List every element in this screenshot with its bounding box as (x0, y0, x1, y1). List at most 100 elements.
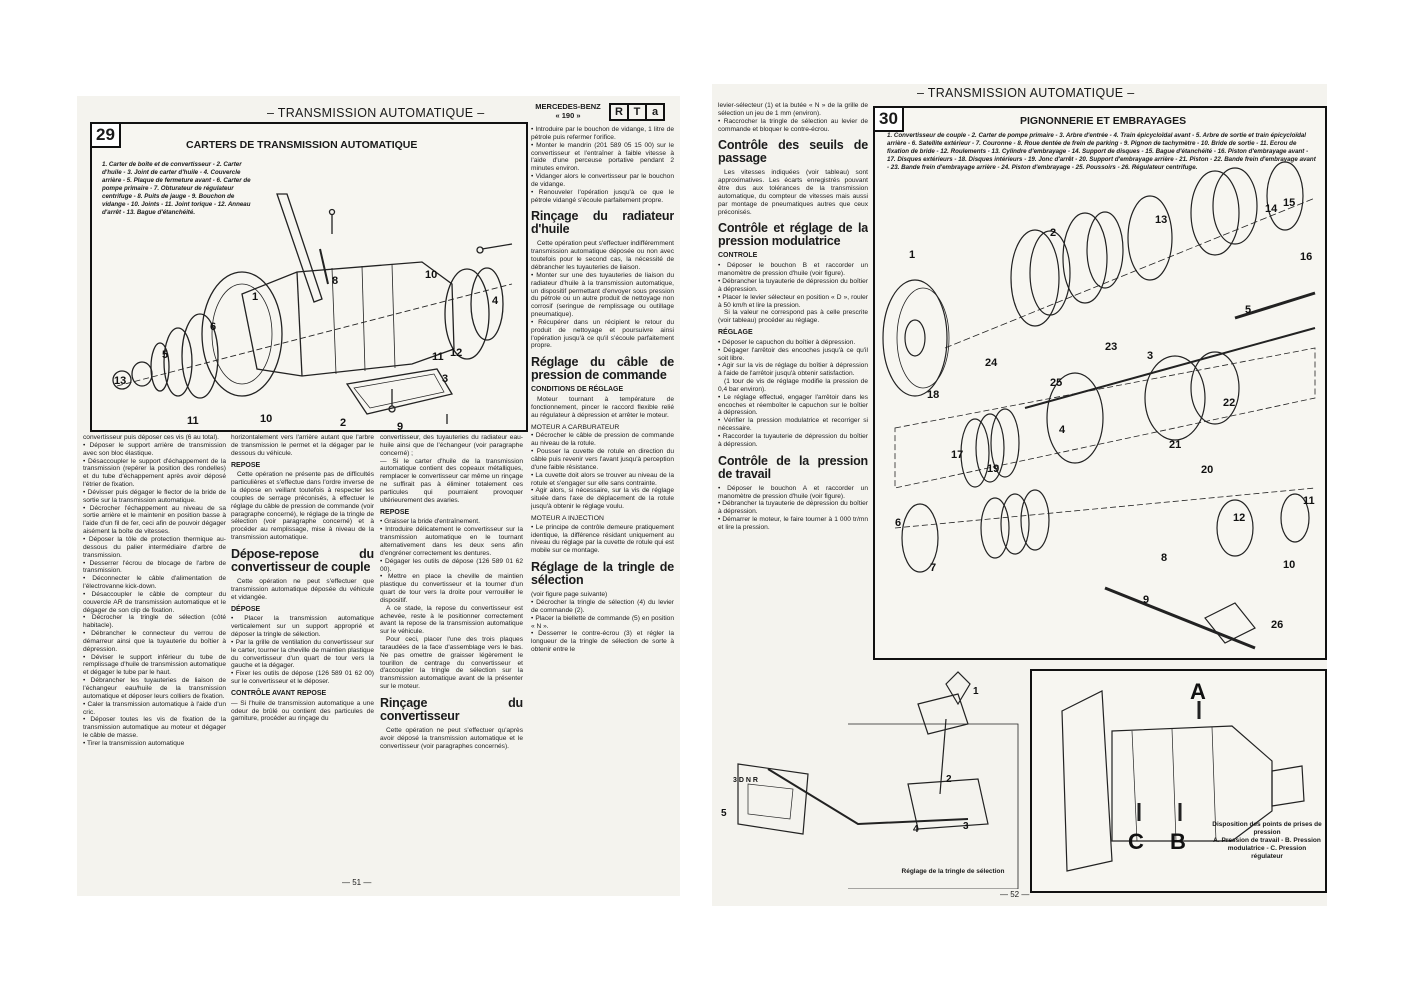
brand-line-2: « 190 » (555, 111, 581, 120)
paragraph: • Le réglage effectué, engager l'arrêtoi… (718, 393, 868, 417)
paragraph: Pour ceci, placer l'une des trois plaque… (380, 636, 523, 691)
callout: 23 (1105, 341, 1117, 353)
paragraph: Cette opération ne peut s'effectuer que … (231, 577, 374, 601)
paragraph: • Débrancher les tuyauteries de liaison … (83, 677, 226, 700)
figure-number: 29 (92, 124, 121, 148)
logo-letter: R (611, 105, 629, 119)
paragraph: • Graisser la bride d'entraînement. (380, 518, 480, 526)
paragraph: • Tirer la transmission automatique (83, 739, 185, 747)
paragraph: • Desserrer le contre-écrou (3) et régle… (531, 630, 674, 654)
paragraph: Moteur tournant à température de fonctio… (531, 396, 674, 419)
figure-title: CARTERS DE TRANSMISSION AUTOMATIQUE (186, 139, 418, 151)
subheading: REPOSE (380, 508, 410, 516)
page-number: — 51 — (342, 878, 372, 887)
subheading: CONDITIONS DE RÉGLAGE (531, 386, 624, 394)
paragraph: (1 tour de vis de réglage modifie la pre… (718, 378, 868, 393)
paragraph: • Raccorder la tuyauterie de dépression … (718, 433, 868, 448)
paragraph: convertisseur, des tuyauteries du radiat… (380, 434, 523, 457)
subheading: CONTROLE (718, 252, 758, 260)
callout: 11 (187, 415, 199, 427)
callout: 14 (1265, 203, 1278, 215)
callout: 11 (1303, 495, 1315, 507)
callout: 10 (260, 413, 272, 425)
brand-line-1: MERCEDES-BENZ (535, 102, 601, 111)
paragraph: • Débrancher la tuyauterie de dépression… (718, 500, 868, 516)
paragraph: • Monter sur une des tuyauteries de liai… (531, 271, 674, 319)
paragraph: • Déposer le bouchon A et raccorder un m… (718, 484, 868, 500)
paragraph: • Dégager l'arrêtoir des encoches jusqu'… (718, 346, 868, 362)
paragraph: Cette opération ne peut s'effectuer qu'a… (380, 727, 523, 750)
left-col-1: convertisseur puis déposer ces vis (6 au… (83, 434, 226, 878)
callout: 1 (252, 291, 258, 303)
paragraph: • Déposer le capuchon du boîtier à dépre… (718, 338, 856, 346)
callout: 2 (946, 774, 952, 785)
callout: 4 (1059, 424, 1066, 436)
paragraph: • Débrancher la tuyauterie de dépression… (718, 277, 868, 293)
paragraph: Cette opération peut s'effectuer indiffé… (531, 240, 674, 271)
callout: 5 (1245, 304, 1251, 316)
running-head: – TRANSMISSION AUTOMATIQUE – (917, 86, 1135, 100)
rta-logo: R T a (609, 103, 665, 121)
callout: 6 (895, 517, 901, 529)
left-col-4: • Introduire par le bouchon de vidange, … (531, 126, 674, 866)
pressure-points-figure: A C B Disposition des points de prises d… (1030, 669, 1327, 893)
callout: 4 (913, 824, 919, 835)
section-heading: Contrôle et réglage de la pression modul… (718, 221, 868, 249)
callout: 13 (1155, 214, 1167, 226)
right-col-1: levier-sélecteur (1) et la butée « N » d… (718, 102, 868, 752)
paragraph: • Débrancher le connecteur du verrou de … (83, 630, 226, 653)
paragraph: Cette opération ne présente pas de diffi… (231, 471, 374, 542)
paragraph: • Décrocher l'échappement au niveau de s… (83, 504, 226, 536)
paragraph: • Déposer toutes les vis de fixation de … (83, 716, 226, 740)
paragraph: • Monter le mandrin (201 589 05 15 00) s… (531, 141, 674, 173)
callout: 9 (397, 421, 403, 430)
section-heading: Rinçage du radiateur d'huile (531, 209, 674, 237)
callout: 19 (987, 463, 999, 475)
paragraph: • Le principe de contrôle demeure pratiq… (531, 523, 674, 555)
section-heading: Réglage du câble de pression de commande (531, 355, 674, 383)
section-heading: Rinçage du convertisseur (380, 696, 523, 723)
figure-30: 30 PIGNONNERIE ET EMBRAYAGES 1. Converti… (873, 106, 1327, 660)
callout: 11 (432, 351, 444, 363)
callout: 24 (985, 357, 998, 369)
pressure-points-diagram: A C B (1061, 679, 1305, 872)
page-number: — 52 — (1000, 890, 1030, 899)
paragraph: Si la valeur ne correspond pas à celle p… (718, 309, 868, 325)
callout: 10 (425, 269, 437, 281)
callout: 22 (1223, 397, 1235, 409)
paragraph: • Agir sur la vis de réglage du boîtier … (718, 362, 868, 378)
logo-letter: T (629, 105, 647, 119)
paragraph: • Desserrer l'écrou de blocage de l'arbr… (83, 559, 226, 575)
paragraph: • Déconnecter le câble d'alimentation de… (83, 575, 226, 591)
figure-legend: 1. Carter de boîte et de convertisseur -… (102, 161, 251, 216)
left-page: – TRANSMISSION AUTOMATIQUE – MERCEDES-BE… (77, 96, 680, 896)
right-page: – TRANSMISSION AUTOMATIQUE – levier-séle… (712, 84, 1327, 906)
paragraph: • Dévisser puis dégager le flector de la… (83, 488, 226, 504)
callout: 8 (332, 275, 338, 287)
callout: 21 (1169, 439, 1181, 451)
subheading: MOTEUR A CARBURATEUR (531, 423, 620, 431)
transmission-case-diagram: 1 2 3 4 5 6 8 9 10 11 12 13 10 11 (112, 193, 513, 430)
section-heading: Contrôle des seuils de passage (718, 138, 868, 166)
paragraph: • Mettre en place la cheville de maintie… (380, 573, 523, 604)
paragraph: • Déviser le support inférieur du tube d… (83, 653, 226, 677)
paragraph: — Si l'huile de transmission automatique… (231, 699, 374, 723)
selector-linkage-figure: 1 2 3 4 5 3 D N R Réglage de la tringle … (718, 664, 1023, 889)
paragraph: • Fixer les outils de dépose (126 589 01… (231, 670, 374, 686)
subheading: REPOSE (231, 461, 261, 469)
figure-legend: 1. Convertisseur de couple - 2. Carter d… (887, 132, 1316, 171)
callout: 16 (1300, 251, 1312, 263)
paragraph: levier-sélecteur (1) et la butée « N » d… (718, 102, 868, 117)
paragraph: • Vidanger alors le convertisseur par le… (531, 173, 674, 188)
paragraph: • Introduire par le bouchon de vidange, … (531, 126, 674, 141)
callout: 10 (1283, 559, 1295, 571)
section-heading: Dépose-repose du convertisseur de couple (231, 546, 374, 574)
left-col-3: convertisseur, des tuyauteries du radiat… (380, 434, 523, 878)
paragraph: • Agir alors, si nécessaire, sur la vis … (531, 487, 674, 511)
callout: 1 (973, 686, 979, 697)
paragraph: Les vitesses indiquées (voir tableau) so… (718, 169, 868, 216)
paragraph: • Caler la transmission automatique à l'… (83, 700, 226, 716)
paragraph: • Décrocher la tringle de sélection (4) … (531, 598, 674, 614)
callout: 9 (1143, 594, 1149, 606)
section-heading: Contrôle de la pression de travail (718, 453, 868, 481)
